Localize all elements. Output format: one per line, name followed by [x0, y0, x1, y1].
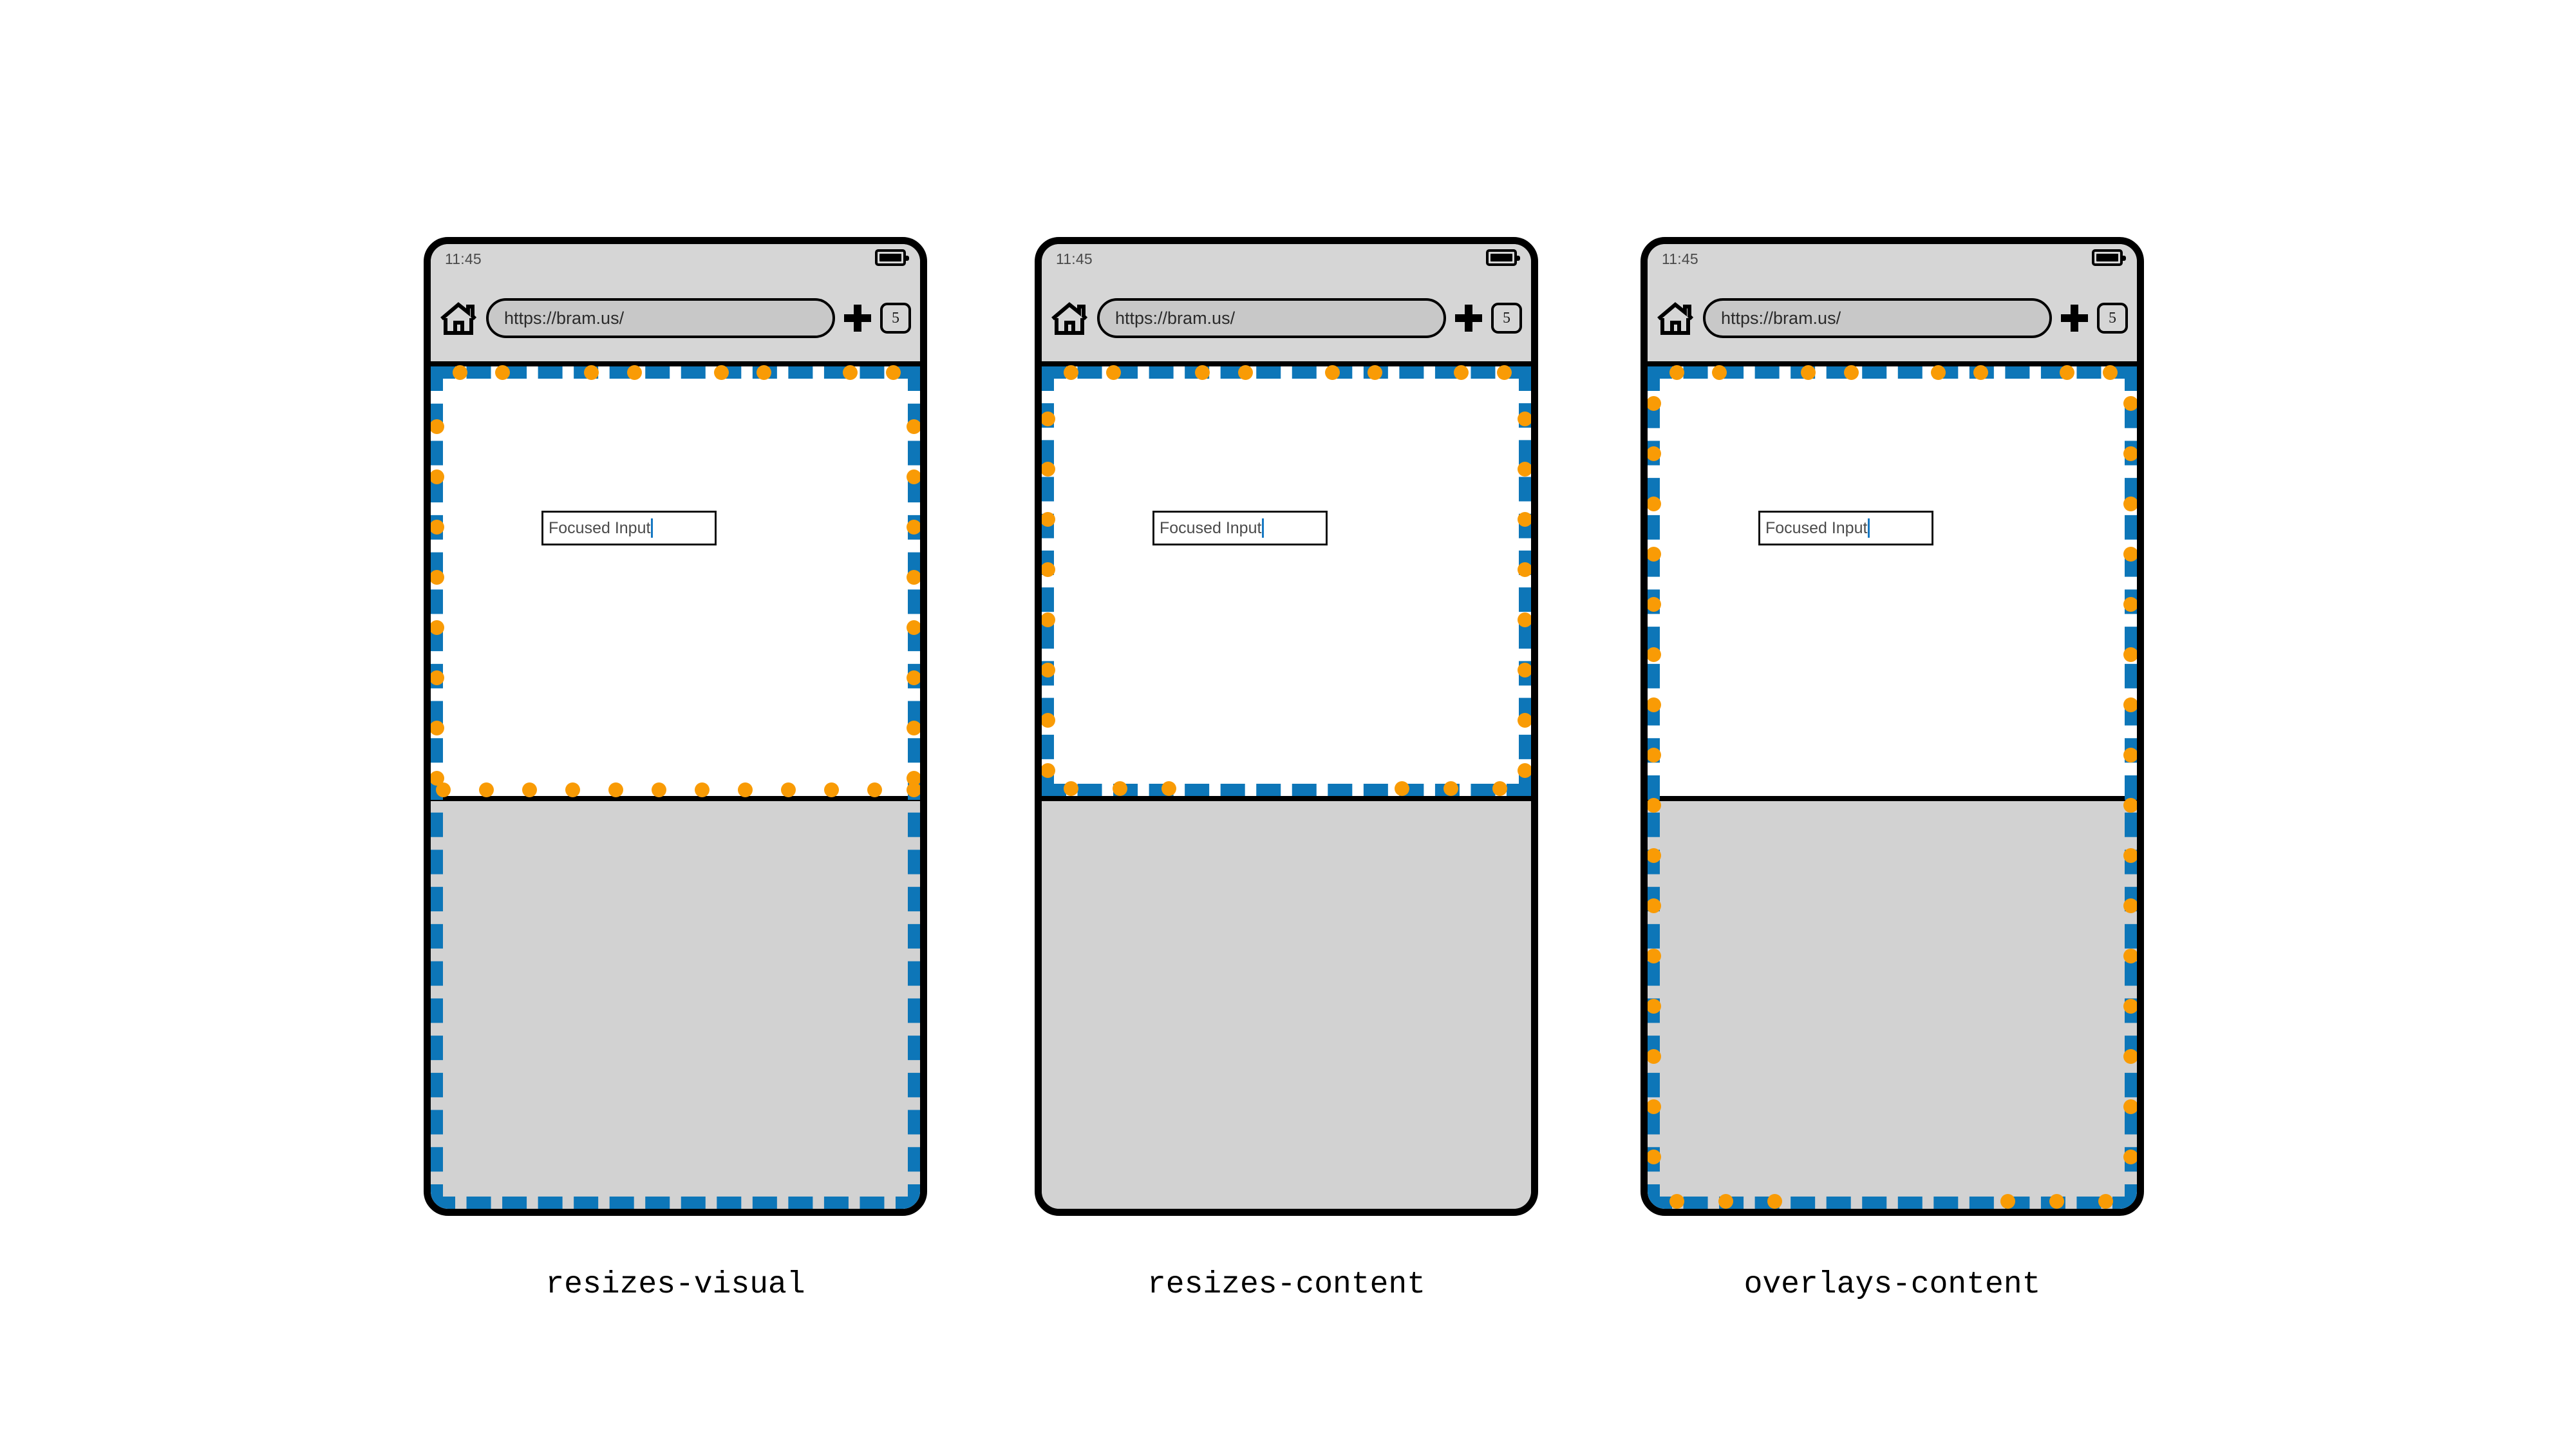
status-bar: 11:45	[1042, 244, 1531, 275]
status-bar-time: 11:45	[445, 251, 482, 267]
focused-input[interactable]: Focused Input	[1152, 511, 1328, 545]
toolbar-divider	[1042, 361, 1531, 366]
browser-toolbar: https://bram.us/ 5	[1648, 275, 2137, 361]
url-text: https://bram.us/	[1721, 308, 1841, 328]
focused-input-value: Focused Input	[1160, 518, 1262, 537]
toolbar-divider	[431, 361, 920, 366]
url-bar[interactable]: https://bram.us/	[1097, 298, 1446, 338]
text-caret-icon	[651, 518, 653, 538]
url-bar[interactable]: https://bram.us/	[1703, 298, 2052, 338]
viewport-keyboard-divider	[1042, 796, 1531, 801]
home-icon[interactable]	[1051, 301, 1088, 335]
phone-screen: 11:45 https://bram.us/ 5	[431, 244, 920, 1209]
plus-icon[interactable]	[1455, 305, 1482, 332]
status-bar-time: 11:45	[1662, 251, 1698, 267]
web-viewport: Focused Input	[431, 366, 920, 796]
focused-input[interactable]: Focused Input	[1758, 511, 1933, 545]
text-caret-icon	[1868, 518, 1870, 538]
tab-count-button[interactable]: 5	[880, 303, 911, 334]
url-bar[interactable]: https://bram.us/	[486, 298, 835, 338]
browser-toolbar: https://bram.us/ 5	[431, 275, 920, 361]
home-icon[interactable]	[1657, 301, 1694, 335]
viewport-keyboard-divider	[431, 796, 920, 801]
phone-mockup-resizes-visual: 11:45 https://bram.us/ 5	[424, 237, 927, 1216]
on-screen-keyboard[interactable]	[1042, 801, 1531, 1209]
focused-input-value: Focused Input	[1765, 518, 1868, 537]
status-bar: 11:45	[431, 244, 920, 275]
focused-input[interactable]: Focused Input	[541, 511, 717, 545]
caption-resizes-content: resizes-content	[1147, 1267, 1426, 1302]
on-screen-keyboard[interactable]	[1648, 801, 2137, 1209]
home-icon[interactable]	[440, 301, 477, 335]
battery-icon	[1486, 249, 1520, 266]
url-text: https://bram.us/	[504, 308, 625, 328]
phone-screen: 11:45 https://bram.us/ 5	[1648, 244, 2137, 1209]
web-viewport: Focused Input	[1042, 366, 1531, 796]
browser-toolbar: https://bram.us/ 5	[1042, 275, 1531, 361]
viewport-keyboard-divider	[1648, 796, 2137, 801]
on-screen-keyboard[interactable]	[431, 801, 920, 1209]
caption-resizes-visual: resizes-visual	[545, 1267, 805, 1302]
plus-icon[interactable]	[2061, 305, 2088, 332]
focused-input-value: Focused Input	[549, 518, 651, 537]
text-caret-icon	[1262, 518, 1264, 538]
url-text: https://bram.us/	[1115, 308, 1236, 328]
phone-screen: 11:45 https://bram.us/ 5	[1042, 244, 1531, 1209]
caption-overlays-content: overlays-content	[1744, 1267, 2041, 1302]
phone-mockup-resizes-content: 11:45 https://bram.us/ 5	[1035, 237, 1538, 1216]
tab-count-button[interactable]: 5	[2097, 303, 2128, 334]
battery-icon	[875, 249, 909, 266]
status-bar: 11:45	[1648, 244, 2137, 275]
web-viewport: Focused Input	[1648, 366, 2137, 796]
battery-icon	[2092, 249, 2126, 266]
tab-count-button[interactable]: 5	[1491, 303, 1522, 334]
toolbar-divider	[1648, 361, 2137, 366]
phone-mockup-overlays-content: 11:45 https://bram.us/ 5	[1641, 237, 2144, 1216]
plus-icon[interactable]	[844, 305, 871, 332]
status-bar-time: 11:45	[1056, 251, 1093, 267]
